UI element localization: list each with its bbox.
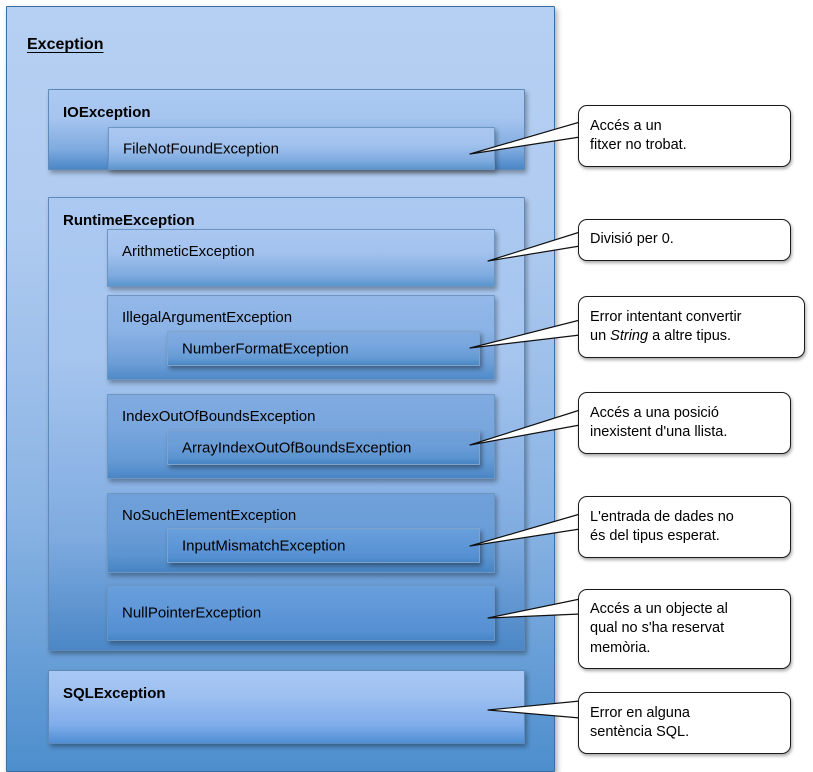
callout-arrayindexoutofboundsexception[interactable]: Accés a una posició inexistent d'una lli… — [578, 392, 791, 454]
callout-sqlexception[interactable]: Error en alguna sentència SQL. — [578, 692, 791, 754]
box-indexoutofboundsexception-label: IndexOutOfBoundsException — [122, 408, 316, 425]
box-inputmismatchexception[interactable]: InputMismatchException — [167, 528, 480, 563]
box-ioexception-label: IOException — [63, 104, 151, 121]
callout-nullpointerexception-text: Accés a un objecte al qual no s'ha reser… — [590, 601, 728, 656]
callout-filenotfoundexception[interactable]: Accés a un fitxer no trobat. — [578, 105, 791, 167]
callout-nullpointerexception[interactable]: Accés a un objecte al qual no s'ha reser… — [578, 589, 791, 669]
box-exception-label: Exception — [27, 36, 104, 53]
box-nullpointerexception[interactable]: NullPointerException — [107, 585, 495, 641]
box-nullpointerexception-label: NullPointerException — [122, 604, 262, 622]
box-numberformatexception-label: NumberFormatException — [182, 340, 349, 357]
box-nosuchelementexception-label: NoSuchElementException — [122, 507, 297, 524]
box-filenotfoundexception[interactable]: FileNotFoundException — [108, 127, 495, 170]
box-sqlexception-label: SQLException — [63, 685, 166, 702]
callout-numberformatexception-text: Error intentant convertir un String a alt… — [579, 308, 753, 347]
callout-inputmismatchexception[interactable]: L'entrada de dades no és del tipus esper… — [578, 496, 791, 558]
callout-numberformat-emphasis: String — [610, 328, 649, 344]
callout-arithmeticexception[interactable]: Divisió per 0. — [578, 219, 791, 261]
callout-arrayindexoutofboundsexception-text: Accés a una posició inexistent d'una lli… — [590, 404, 728, 440]
callout-inputmismatchexception-text: L'entrada de dades no és del tipus esper… — [590, 508, 734, 544]
callout-numberformat-line2-post: a altre tipus. — [648, 328, 732, 344]
callout-numberformatexception[interactable]: Error intentant convertir un String a alt… — [578, 296, 805, 358]
callout-numberformat-line2-pre: un — [590, 328, 611, 344]
box-inputmismatchexception-label: InputMismatchException — [182, 537, 346, 554]
box-illegalargumentexception-label: IllegalArgumentException — [122, 309, 293, 326]
box-arithmeticexception[interactable]: ArithmeticException — [107, 229, 495, 287]
box-numberformatexception[interactable]: NumberFormatException — [167, 331, 480, 366]
box-arrayindexoutofboundsexception-label: ArrayIndexOutOfBoundsException — [182, 439, 412, 456]
box-arrayindexoutofboundsexception[interactable]: ArrayIndexOutOfBoundsException — [167, 430, 480, 465]
callout-arithmeticexception-text: Divisió per 0. — [590, 231, 674, 248]
box-filenotfoundexception-label: FileNotFoundException — [123, 140, 279, 157]
callout-numberformat-line1: Error intentant convertir — [590, 308, 742, 325]
box-arithmeticexception-label: ArithmeticException — [122, 243, 255, 260]
box-sqlexception[interactable]: SQLException — [48, 670, 525, 744]
callout-filenotfoundexception-text: Accés a un fitxer no trobat. — [590, 117, 687, 153]
callout-sqlexception-text: Error en alguna sentència SQL. — [590, 704, 690, 740]
box-runtimeexception-label: RuntimeException — [63, 212, 195, 229]
